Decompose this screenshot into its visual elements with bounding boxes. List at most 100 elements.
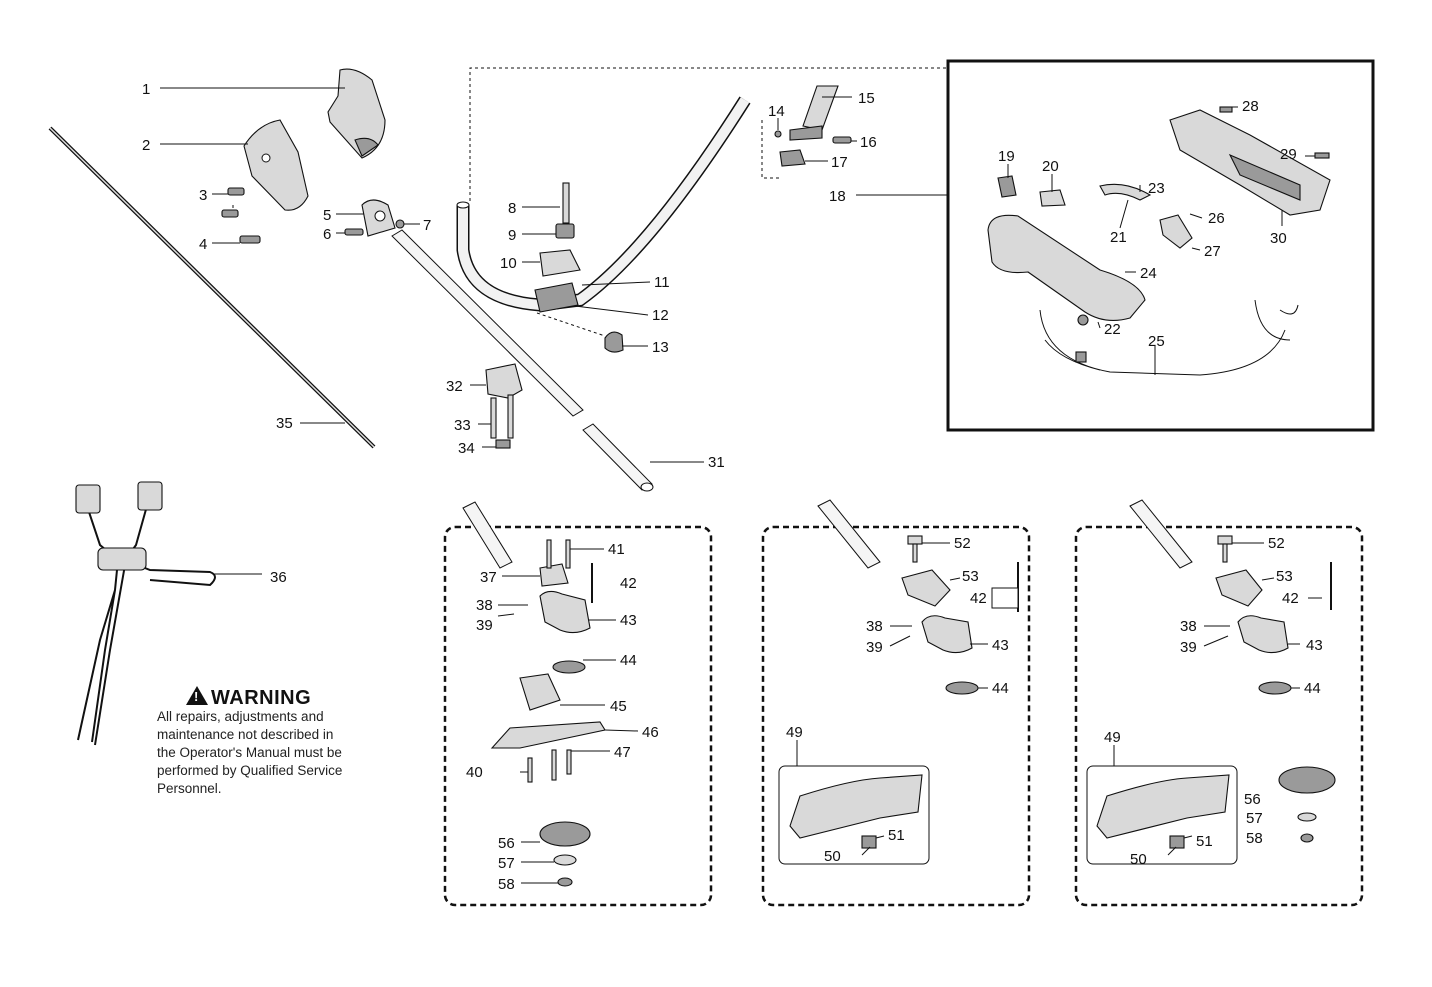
kit-a-bolt-47b xyxy=(551,749,557,781)
callout-35: 35 xyxy=(276,415,293,432)
kit-c-blade-51 xyxy=(1169,835,1185,849)
callout-11: 11 xyxy=(654,274,670,291)
kit-b-bolt-52-shank xyxy=(912,543,918,563)
kit-c-callout-57: 57 xyxy=(1246,810,1263,827)
kit-c-callout-39: 39 xyxy=(1180,639,1197,656)
kit-b-box-42 xyxy=(991,587,1019,609)
kit-c-frame xyxy=(1074,525,1364,907)
kit-b-blade-51 xyxy=(861,835,877,849)
trigger-23 xyxy=(1099,183,1152,201)
callout-1: 1 xyxy=(142,81,150,98)
kit-a-callout-46: 46 xyxy=(642,724,659,741)
callout-30: 30 xyxy=(1270,230,1287,247)
harness-buckle-left xyxy=(75,484,101,514)
reference-dashed-line-2 xyxy=(761,120,780,179)
kit-c-callout-53: 53 xyxy=(1276,568,1293,585)
wire-connector xyxy=(1075,351,1087,363)
nut-34 xyxy=(495,439,511,449)
bolt-33b xyxy=(507,394,514,439)
screw-16 xyxy=(832,136,852,144)
kit-a-callout-41: 41 xyxy=(608,541,625,558)
kit-b-callout-39: 39 xyxy=(866,639,883,656)
kit-b-callout-52: 52 xyxy=(954,535,971,552)
nut-9 xyxy=(555,223,575,239)
handle-assembly-frame xyxy=(946,59,1375,432)
callout-21: 21 xyxy=(1110,229,1127,246)
kit-a-callout-45: 45 xyxy=(610,698,627,715)
kit-c-bolt-52-shank xyxy=(1222,543,1228,563)
main-tube-upper xyxy=(391,229,584,417)
lever-27 xyxy=(1159,214,1193,249)
callout-24: 24 xyxy=(1140,265,1157,282)
kit-a-washer-44 xyxy=(552,660,586,674)
callout-32: 32 xyxy=(446,378,463,395)
kit-a-callout-43: 43 xyxy=(620,612,637,629)
clamp-top xyxy=(539,249,581,277)
kit-b-callout-42: 42 xyxy=(970,590,987,607)
callout-23: 23 xyxy=(1148,180,1165,197)
kit-c-clamp-53 xyxy=(1215,569,1263,607)
handle-bracket xyxy=(1169,109,1331,216)
cover-part xyxy=(327,68,386,159)
callout-12: 12 xyxy=(652,307,669,324)
kit-a-bolt-41a xyxy=(546,539,552,569)
loop-handle-end xyxy=(456,201,470,209)
kit-b-callout-49: 49 xyxy=(786,724,803,741)
kit-c-bolt-52 xyxy=(1217,535,1233,545)
nut-22 xyxy=(1077,314,1089,326)
throttle-handle xyxy=(987,214,1146,321)
callout-25: 25 xyxy=(1148,333,1165,350)
kit-c-callout-49: 49 xyxy=(1104,729,1121,746)
callout-18: 18 xyxy=(829,188,846,205)
warning-title: WARNING xyxy=(186,686,311,710)
kit-a-gearhead-43 xyxy=(539,590,591,634)
kit-a-frame xyxy=(443,525,713,907)
callout-31: 31 xyxy=(708,454,725,471)
callout-4: 4 xyxy=(199,236,207,253)
guard-box-c xyxy=(1086,765,1238,865)
reference-dashed-line-3 xyxy=(536,312,606,337)
warning-line: performed by Qualified Service xyxy=(157,763,343,778)
clamp-hole xyxy=(374,210,386,222)
kit-a-callout-57: 57 xyxy=(498,855,515,872)
housing-part xyxy=(243,119,309,211)
clip-13 xyxy=(604,331,624,353)
callout-7: 7 xyxy=(423,217,431,234)
kit-a-callout-39: 39 xyxy=(476,617,493,634)
callout-14: 14 xyxy=(768,103,785,120)
kit-a-callout-37: 37 xyxy=(480,569,497,586)
kit-c-callout-43: 43 xyxy=(1306,637,1323,654)
kit-a-callout-56: 56 xyxy=(498,835,515,852)
kit-c-callout-44: 44 xyxy=(1304,680,1321,697)
kit-b-callout-38: 38 xyxy=(866,618,883,635)
nut-7 xyxy=(395,219,405,229)
bolt-8 xyxy=(562,182,570,224)
kit-b-callout-51: 51 xyxy=(888,827,905,844)
cover-part-detail xyxy=(354,137,379,157)
screw-28 xyxy=(1219,106,1233,113)
bracket-32 xyxy=(485,363,523,399)
callout-27: 27 xyxy=(1204,243,1221,260)
main-tube-lower xyxy=(582,423,653,491)
kit-c-callout-52: 52 xyxy=(1268,535,1285,552)
harness-pad xyxy=(97,547,147,571)
kit-a-shield-46 xyxy=(490,721,606,749)
screw-3 xyxy=(227,187,245,196)
reference-dashed-line xyxy=(469,67,948,201)
screw-3b xyxy=(221,209,239,218)
kit-a-callout-58: 58 xyxy=(498,876,515,893)
kit-a-callout-38: 38 xyxy=(476,597,493,614)
kit-c-callout-42: 42 xyxy=(1282,590,1299,607)
loop-handle-inner xyxy=(458,97,750,311)
kit-a-callout-47: 47 xyxy=(614,744,631,761)
kit-b-gearhead-43 xyxy=(921,615,973,654)
guard-box-b xyxy=(778,765,930,865)
kit-c-spool-56 xyxy=(1278,766,1336,794)
warning-triangle-icon xyxy=(186,686,208,705)
drive-shaft-core xyxy=(49,127,375,448)
callout-22: 22 xyxy=(1104,321,1121,338)
kit-a-bracket-45 xyxy=(519,673,561,711)
kit-c-callout-51: 51 xyxy=(1196,833,1213,850)
clamp-19 xyxy=(997,175,1017,198)
kit-a-callout-44: 44 xyxy=(620,652,637,669)
